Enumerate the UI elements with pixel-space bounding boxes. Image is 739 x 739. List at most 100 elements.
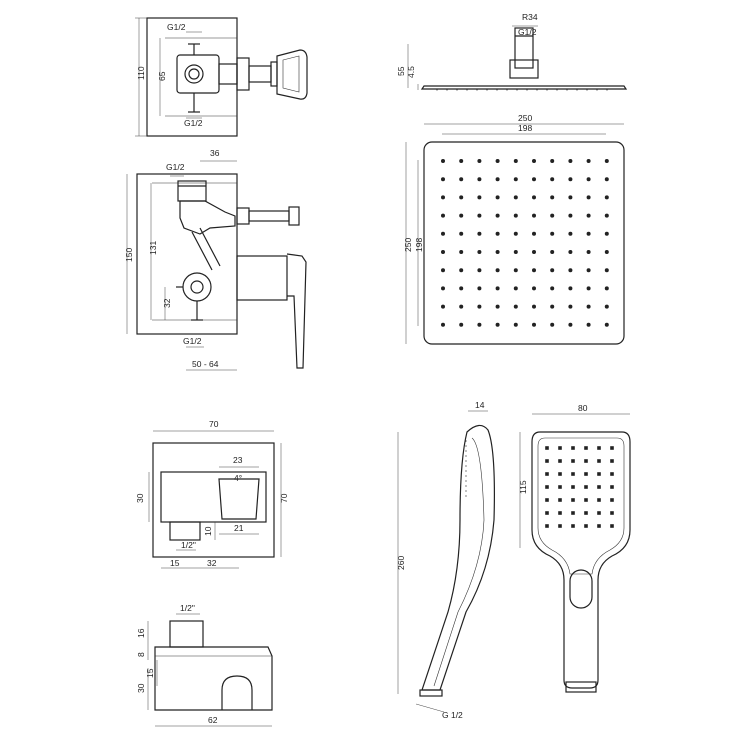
hand-nozzle	[584, 459, 588, 463]
head-nozzle	[586, 250, 591, 254]
head-nozzle	[477, 231, 482, 236]
head-nozzle	[459, 195, 464, 200]
hand-nozzle	[610, 498, 614, 502]
holder-front-angle: 4°	[234, 473, 242, 483]
head-nozzle	[441, 213, 445, 218]
holder-front-w-b: 32	[207, 558, 217, 568]
head-nozzle	[459, 286, 464, 291]
hand-nozzle	[558, 446, 562, 450]
hand-nozzle	[571, 485, 575, 489]
holder-front-h-left: 30	[135, 493, 145, 503]
head-nozzle	[604, 177, 609, 182]
head-nozzle	[513, 322, 518, 327]
head-nozzle	[495, 177, 500, 182]
head-nozzle	[477, 250, 482, 254]
hand-nozzle	[571, 472, 575, 476]
hand-nozzle	[558, 511, 562, 515]
mixer-side-h-inner: 131	[148, 241, 158, 255]
hand-nozzle	[545, 472, 549, 476]
head-nozzle	[586, 159, 591, 163]
head-nozzle	[513, 213, 518, 218]
head-nozzle	[459, 250, 464, 254]
head-nozzle	[477, 159, 482, 163]
head-nozzle	[441, 286, 445, 291]
head-front-h-inner: 198	[414, 238, 424, 252]
head-nozzle	[495, 322, 500, 327]
head-nozzle	[604, 250, 609, 254]
hand-nozzle	[571, 498, 575, 502]
head-nozzle	[477, 322, 482, 327]
hand-side-g-bottom: G 1/2	[442, 710, 463, 720]
mixer-top-h-outer: 110	[136, 66, 146, 80]
hand-nozzle	[610, 459, 614, 463]
hand-nozzle	[558, 459, 562, 463]
mixer-side-g-top: G1/2	[166, 162, 185, 172]
head-nozzle	[550, 268, 555, 273]
holder-side-h-a: 16	[136, 628, 146, 638]
head-side-h-outer: 55	[396, 66, 406, 76]
head-nozzle	[604, 322, 609, 327]
head-nozzle	[568, 213, 573, 218]
head-nozzle	[477, 268, 482, 273]
head-nozzle	[477, 304, 482, 309]
holder-side-h-b: 8	[136, 652, 146, 657]
head-nozzle	[532, 268, 536, 273]
mixer-side-h-low: 32	[162, 298, 172, 308]
head-nozzle	[513, 195, 518, 200]
holder-side-h-d: 30	[136, 683, 146, 693]
head-nozzle	[604, 304, 609, 309]
head-nozzle	[604, 286, 609, 291]
head-nozzle	[477, 177, 482, 182]
head-nozzle	[441, 195, 445, 200]
head-nozzle	[604, 195, 609, 200]
hand-nozzle	[571, 511, 575, 515]
hand-nozzle	[545, 524, 549, 528]
head-nozzle	[586, 195, 591, 200]
hand-front-body	[531, 431, 631, 689]
hand-side-w-top: 14	[475, 400, 485, 410]
head-nozzle	[532, 195, 536, 200]
head-nozzle	[441, 159, 445, 163]
hand-nozzle	[545, 485, 549, 489]
hand-nozzle	[558, 485, 562, 489]
head-nozzle	[459, 304, 464, 309]
head-nozzle	[513, 231, 518, 236]
mixer-top-g-bottom: G1/2	[184, 118, 203, 128]
head-nozzle	[459, 322, 464, 327]
head-nozzle	[568, 177, 573, 182]
head-arm	[514, 27, 534, 69]
hand-front-w-top: 80	[578, 403, 588, 413]
head-nozzle	[495, 195, 500, 200]
hand-nozzle-grid	[545, 446, 614, 528]
hand-nozzle	[597, 459, 601, 463]
head-nozzle	[586, 268, 591, 273]
head-nozzle	[550, 250, 555, 254]
head-nozzle	[532, 304, 536, 309]
head-front-view: 250 198 250 198	[403, 113, 625, 345]
hand-nozzle	[584, 511, 588, 515]
mixer-side-w-top: 36	[210, 148, 220, 158]
head-nozzle	[550, 195, 555, 200]
head-nozzle	[513, 268, 518, 273]
hand-nozzle	[545, 459, 549, 463]
mixer-top-view: 110 65 G1/2 G1/2	[135, 17, 308, 137]
hand-nozzle	[584, 524, 588, 528]
hand-nozzle	[558, 472, 562, 476]
holder-front-h-small: 10	[203, 526, 213, 536]
head-nozzle	[550, 231, 555, 236]
holder-front-w-top: 70	[209, 419, 219, 429]
head-nozzle	[604, 159, 609, 163]
holder-side-h-c: 15	[145, 668, 155, 678]
holder-side-w: 62	[208, 715, 218, 725]
head-nozzle	[441, 231, 445, 236]
head-nozzle	[532, 250, 536, 254]
hand-nozzle	[597, 485, 601, 489]
head-plate	[423, 141, 625, 345]
mixer-side-view: 150 131 32 G1/2 36 G1/2 50 - 64	[124, 148, 307, 371]
head-nozzle	[586, 322, 591, 327]
head-nozzle	[495, 304, 500, 309]
head-nozzle	[550, 322, 555, 327]
head-nozzle	[568, 268, 573, 273]
head-nozzle	[459, 213, 464, 218]
